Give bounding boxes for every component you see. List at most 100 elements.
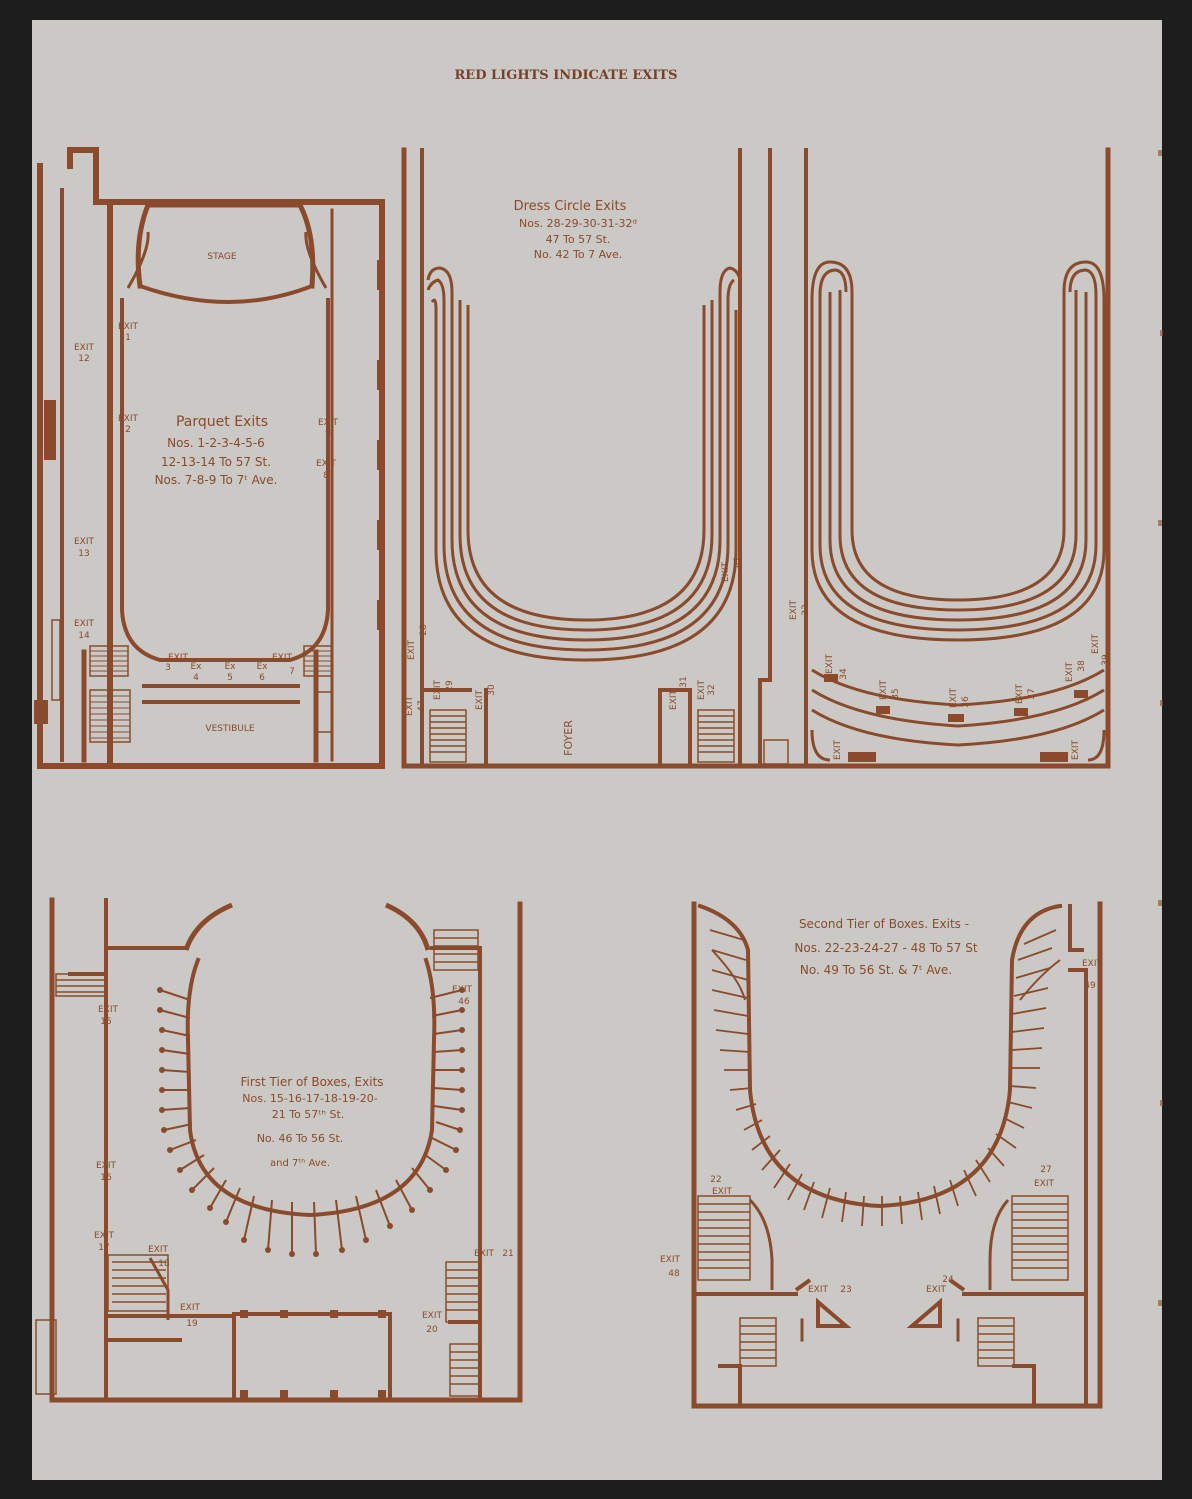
exit-number: 42 <box>733 556 743 567</box>
exit-word: EXIT <box>74 619 95 629</box>
exit-number: 15 <box>100 1017 111 1027</box>
exit-number: 21 <box>502 1249 513 1259</box>
exit-word: EXIT <box>118 414 139 424</box>
parquet-title: Parquet Exits <box>176 414 268 430</box>
exit-number: 46 <box>458 997 470 1007</box>
exit-word: EXIT <box>926 1285 947 1295</box>
exit-number: 2 <box>125 425 131 435</box>
exit-label-28: EXIT <box>407 640 417 661</box>
exit-word: EXIT <box>180 1303 201 1313</box>
exit-label-38: EXIT <box>1065 662 1075 683</box>
exit-label-42: EXIT <box>721 562 731 583</box>
second-tier-plan: Second Tier of Boxes. Exits - Nos. 22-23… <box>660 901 1103 1409</box>
exit-number: 5 <box>227 673 233 683</box>
exit-number: 31 <box>679 676 689 687</box>
exit-label-36: EXIT <box>949 688 959 709</box>
exit-number: 37 <box>1027 688 1037 699</box>
exit-label-29: EXIT <box>433 680 443 701</box>
first-tier-line1: Nos. 15-16-17-18-19-20- <box>242 1092 378 1105</box>
exit-label-31: EXIT <box>669 690 679 711</box>
second-tier-line1: Nos. 22-23-24-27 - 48 To 57 St <box>794 941 977 955</box>
exit-label-30: EXIT <box>475 690 485 711</box>
exit-word: EXIT <box>712 1187 733 1197</box>
first-tier-line3: No. 46 To 56 St. <box>257 1132 344 1145</box>
exit-label-lower-right: EXIT <box>1071 740 1081 761</box>
exit-word: EXIT <box>272 653 293 663</box>
exit-number: 39 <box>1101 654 1111 666</box>
parquet-line3: Nos. 7-8-9 To 7ᵗ Ave. <box>155 473 278 487</box>
exit-number: 27 <box>1040 1165 1051 1175</box>
exit-word: EXIT <box>422 1311 443 1321</box>
exit-number: 18 <box>158 1259 170 1269</box>
exit-number: 13 <box>78 549 89 559</box>
exit-number: 36 <box>961 696 971 708</box>
exit-number: 1 <box>125 333 131 343</box>
exit-number: 17 <box>98 1243 109 1253</box>
parquet-plan: STAGE VESTIBULE <box>34 147 385 769</box>
second-tier-line2: No. 49 To 56 St. & 7ᵗ Ave. <box>800 963 952 977</box>
exit-word: EXIT <box>474 1249 495 1259</box>
exit-label-34: EXIT <box>825 654 835 675</box>
exit-number: 4 <box>193 673 199 683</box>
exit-number: 38 <box>1077 660 1087 672</box>
header-title: RED LIGHTS INDICATE EXITS <box>455 68 678 83</box>
stage-label: STAGE <box>207 252 236 262</box>
exit-number: 20 <box>426 1325 438 1335</box>
exit-word: EXIT <box>94 1231 115 1241</box>
first-tier-title: First Tier of Boxes, Exits <box>240 1075 383 1089</box>
exit-number: 9 <box>325 429 331 439</box>
exit-label-lower-left: EXIT <box>833 740 843 761</box>
exit-number: 8 <box>323 471 329 481</box>
paper-sheet <box>32 20 1162 1480</box>
exit-word: EXIT <box>96 1161 117 1171</box>
exit-word: Ex <box>224 662 236 672</box>
exit-number: 24 <box>942 1275 954 1285</box>
first-tier-line4: and 7ᵗʰ Ave. <box>270 1158 330 1169</box>
exit-number: 32 <box>707 684 717 695</box>
exit-label-33: EXIT <box>789 600 799 621</box>
exit-label-32: EXIT <box>697 680 707 701</box>
exit-label-37: EXIT <box>1015 684 1025 705</box>
paper-edge-marks <box>1158 150 1163 1306</box>
exit-word: EXIT <box>74 343 95 353</box>
exit-number: 35 <box>891 688 901 699</box>
dress-circle-line3: No. 42 To 7 Ave. <box>534 248 622 261</box>
exit-word: EXIT <box>452 985 473 995</box>
vestibule-label: VESTIBULE <box>205 724 254 734</box>
first-tier-line2: 21 To 57ᵗʰ St. <box>272 1108 345 1121</box>
exit-word: EXIT <box>1034 1179 1055 1189</box>
exit-word: EXIT <box>660 1255 681 1265</box>
exit-word: EXIT <box>808 1285 829 1295</box>
exit-number: 30 <box>487 684 497 696</box>
exit-label-47: EXIT <box>405 696 415 717</box>
foyer-label: FOYER <box>562 720 575 756</box>
exit-label-39: EXIT <box>1091 634 1101 655</box>
exit-number: 19 <box>186 1319 198 1329</box>
exit-word: EXIT <box>318 418 339 428</box>
exit-number: 6 <box>259 673 265 683</box>
second-tier-title: Second Tier of Boxes. Exits - <box>799 917 969 931</box>
exit-number: 47 <box>417 700 427 711</box>
exit-number: 49 <box>1084 981 1096 991</box>
parquet-line2: 12-13-14 To 57 St. <box>161 455 271 469</box>
exit-word: EXIT <box>98 1005 119 1015</box>
exit-number: 16 <box>100 1173 112 1183</box>
exit-number: 34 <box>839 668 849 680</box>
dress-circle-title: Dress Circle Exits <box>514 199 627 214</box>
dress-circle-line2: 47 To 57 St. <box>546 233 611 246</box>
exit-number: 23 <box>840 1285 851 1295</box>
parquet-line1: Nos. 1-2-3-4-5-6 <box>167 436 265 450</box>
exit-number: 29 <box>445 680 455 692</box>
exit-word: EXIT <box>168 653 189 663</box>
exit-number: 22 <box>710 1175 721 1185</box>
first-tier-plan: First Tier of Boxes, Exits Nos. 15-16-17… <box>35 897 523 1403</box>
exit-word: EXIT <box>316 459 337 469</box>
exit-number: 12 <box>78 354 89 364</box>
exit-number: 28 <box>419 624 429 636</box>
exit-word: EXIT <box>1082 959 1103 969</box>
exit-label-35: EXIT <box>879 680 889 701</box>
exit-number: 14 <box>78 631 90 641</box>
exit-word: Ex <box>256 662 268 672</box>
exit-number: 33 <box>801 604 811 615</box>
